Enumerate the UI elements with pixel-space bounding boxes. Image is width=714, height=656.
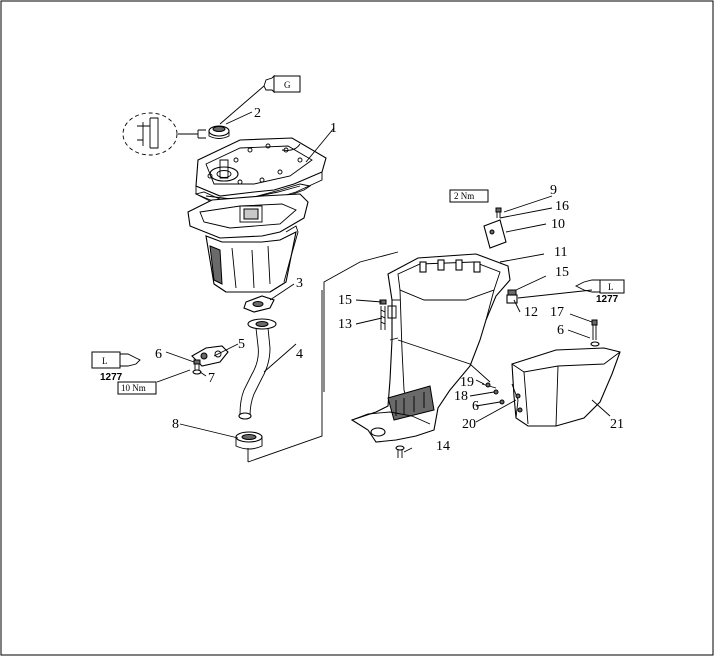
callout-21: 21: [610, 417, 624, 432]
fasteners-part-18-20: [481, 382, 505, 405]
callout-numbers: 1 2 3 4 5 6 7 8 9 16 10 11 15 12 15 13 1…: [155, 106, 624, 454]
callout-19: 19: [460, 375, 474, 390]
collar-part-8: [235, 431, 263, 450]
callout-15-left: 15: [338, 293, 352, 308]
cover-part-21: [511, 347, 621, 427]
pipe-part-4: [238, 318, 277, 420]
callout-7: 7: [208, 371, 215, 386]
callout-12: 12: [524, 305, 538, 320]
callout-8: 8: [172, 417, 179, 432]
loctite-tag-right: L 1277: [574, 279, 625, 305]
grease-tag: G: [263, 74, 301, 94]
torque-tag-right: 2 Nm: [449, 189, 489, 203]
callout-9: 9: [550, 183, 557, 198]
callout-15-right: 15: [555, 265, 569, 280]
fitting-part-12: [506, 289, 518, 304]
loctite-left-label: L: [102, 356, 108, 366]
bracket-part-5: [191, 345, 229, 367]
grease-label: G: [284, 80, 291, 90]
callout-4: 4: [296, 347, 303, 362]
screw-part-17: [590, 319, 600, 347]
callout-3: 3: [296, 276, 303, 291]
leader-lines-left: [156, 85, 335, 439]
callout-5: 5: [238, 337, 245, 352]
callout-1: 1: [330, 121, 337, 136]
callout-17: 17: [550, 305, 564, 320]
callout-10: 10: [551, 217, 565, 232]
callout-18: 18: [454, 389, 468, 404]
loctite-tag-left: L 1277: [91, 351, 141, 383]
callout-20: 20: [462, 417, 476, 432]
callout-6-left: 6: [155, 347, 162, 362]
callout-14: 14: [436, 439, 450, 454]
lower-block: [187, 193, 309, 293]
loctite-left-code: 1277: [100, 372, 123, 383]
seal-part-2: [208, 125, 230, 139]
callout-16: 16: [555, 199, 569, 214]
leader-lines-right: [355, 195, 611, 453]
torque-right-label: 2 Nm: [454, 191, 474, 201]
upper-cover-part-1: [195, 137, 327, 205]
torque-tag-left: 10 Nm: [117, 381, 157, 395]
callout-13: 13: [338, 317, 352, 332]
bolt-part-13: [379, 299, 387, 330]
screw-part-14: [395, 445, 405, 458]
screw-part-6-7: [192, 359, 202, 375]
lower-casing-part-11: [350, 253, 511, 443]
loctite-right-label: L: [608, 282, 614, 292]
callout-6-right: 6: [557, 323, 564, 338]
detail-circle-pin: [122, 112, 206, 156]
callout-6-mid: 6: [472, 399, 479, 414]
loctite-right-code: 1277: [596, 294, 619, 305]
callout-2: 2: [254, 106, 261, 121]
gasket-part-3: [243, 295, 275, 313]
torque-left-label: 10 Nm: [121, 383, 146, 393]
callout-11: 11: [554, 245, 567, 260]
plate-part-10: [483, 207, 507, 249]
